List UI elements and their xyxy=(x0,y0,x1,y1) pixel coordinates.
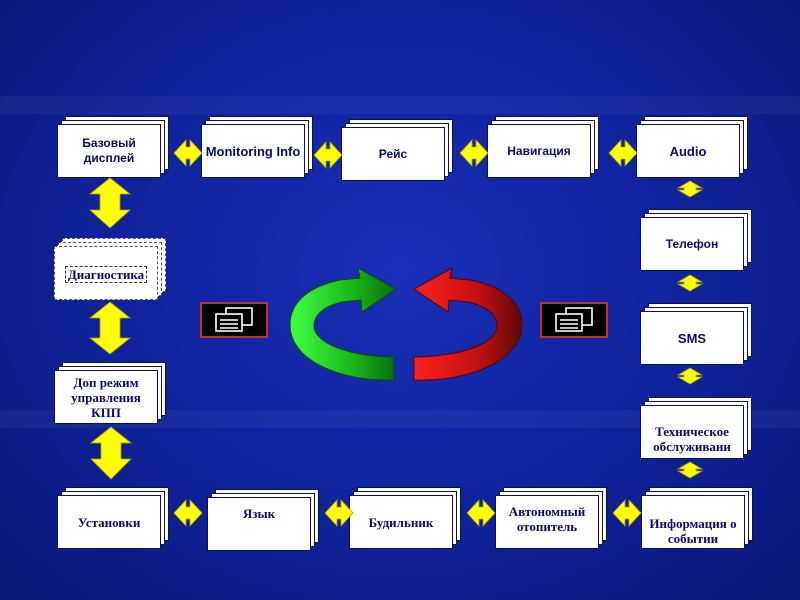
node-label: Телефон xyxy=(665,236,719,251)
node-label: Информация о событии xyxy=(649,516,737,546)
node-label: Базовый дисплей xyxy=(82,136,136,165)
cycle-arrow-red xyxy=(413,267,523,381)
node-label: Установки xyxy=(77,514,141,530)
node-label: Будильник xyxy=(368,514,434,530)
arrow-telefon-sms xyxy=(676,274,704,292)
node-label: Навигация xyxy=(507,143,571,158)
arrow-diagnostika-dop xyxy=(88,301,132,355)
node-label: SMS xyxy=(677,330,707,346)
arrow-tekh-info xyxy=(676,461,704,479)
windows-icon xyxy=(540,302,608,338)
node-label: Доп режим управления КПП xyxy=(71,374,141,420)
arrow-dop-ustanovki xyxy=(89,426,133,480)
node-label: Язык xyxy=(242,506,276,521)
node-label: Рейс xyxy=(378,146,408,161)
arrow-monitoring-reis xyxy=(313,140,343,170)
windows-icon xyxy=(200,302,268,338)
arrow-yazyk-ustanovki xyxy=(173,498,203,528)
background-stripe xyxy=(0,410,800,428)
arrow-avtonom-budilnik xyxy=(466,498,496,528)
arrow-audio-telefon xyxy=(676,180,704,198)
cycle-arrow-green xyxy=(289,267,397,381)
arrow-reis-navigatsiya xyxy=(459,138,489,168)
arrow-budilnik-yazyk xyxy=(324,498,354,528)
background-stripe xyxy=(0,96,800,114)
arrow-navigatsiya-audio xyxy=(608,138,638,168)
arrow-bazovyi-monitoring xyxy=(173,138,203,168)
arrow-sms-tekh xyxy=(676,367,704,385)
node-label: Автономный отопитель xyxy=(508,504,586,534)
arrow-bazovyi-diagnostika xyxy=(88,177,132,229)
node-label: Monitoring Info xyxy=(205,143,301,159)
node-label: Диагностика xyxy=(64,266,148,283)
node-label: Audio xyxy=(669,143,707,159)
node-label: Техническое обслуживани xyxy=(653,424,731,454)
arrow-info-avtonom xyxy=(612,498,642,528)
